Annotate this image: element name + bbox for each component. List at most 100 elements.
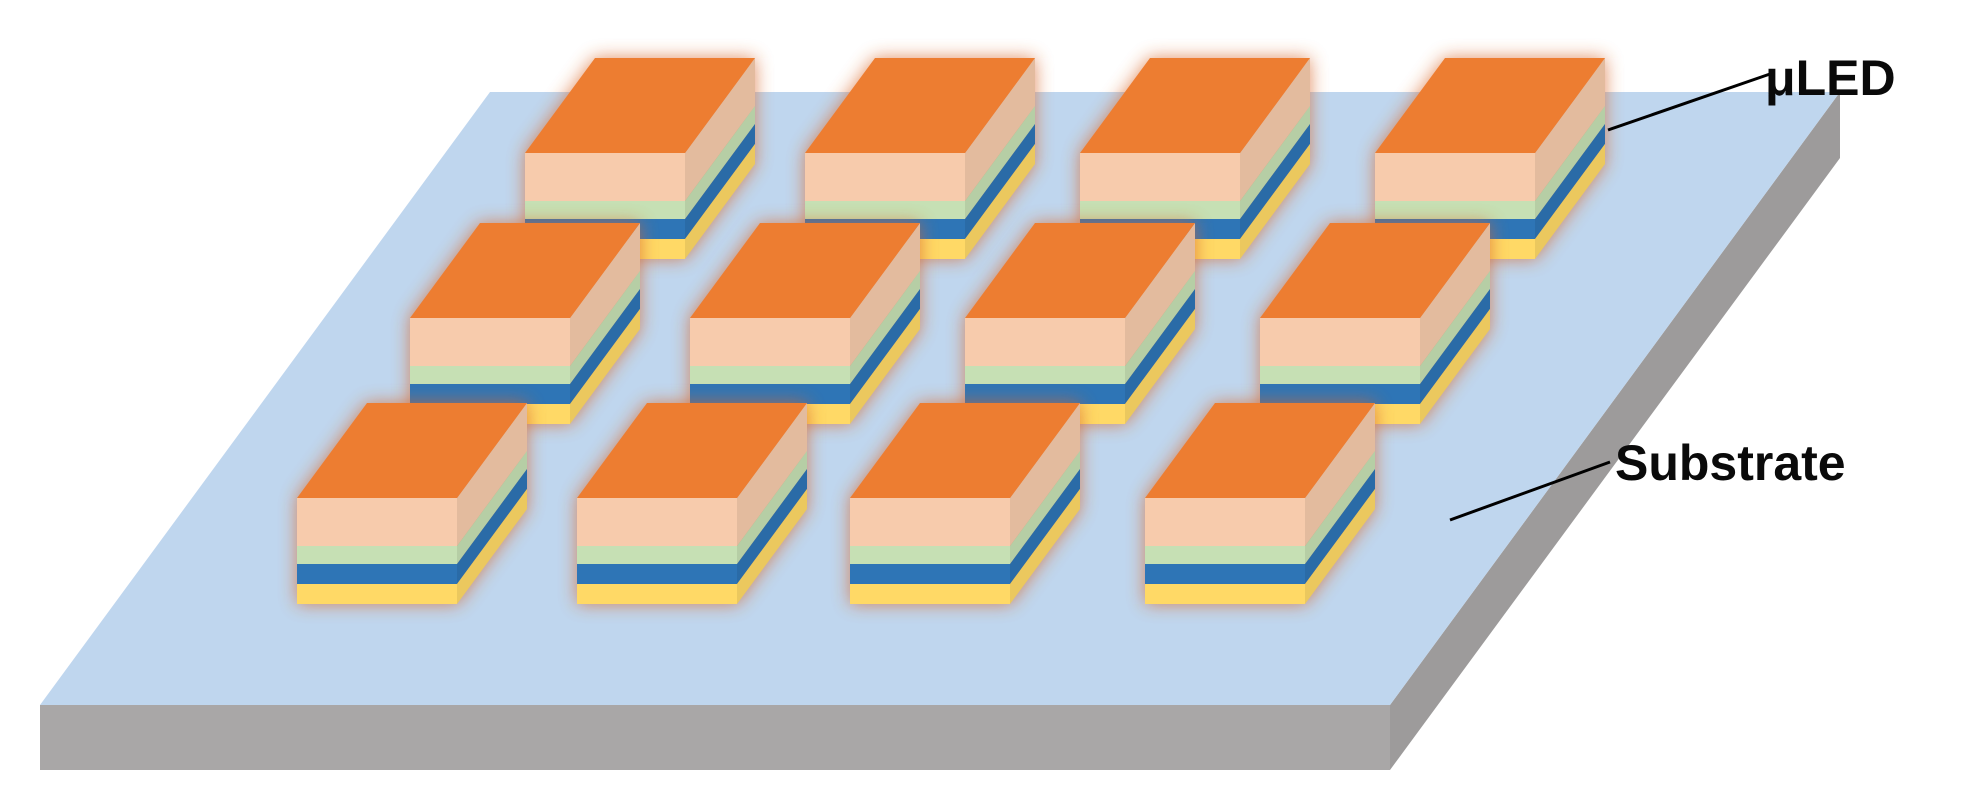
led-layer-side bbox=[1420, 271, 1490, 384]
led-layer-front bbox=[850, 546, 1010, 564]
led-layer-side-shade bbox=[457, 489, 527, 604]
led-layer-side-shade bbox=[570, 289, 640, 404]
led-layer-side bbox=[570, 223, 640, 366]
led-layer-front bbox=[1145, 584, 1305, 604]
substrate-front-face bbox=[40, 705, 1390, 770]
led-layer-front bbox=[690, 366, 850, 384]
led-layer-side bbox=[457, 451, 527, 564]
led-layer-side-shade bbox=[1420, 271, 1490, 384]
led-layer-front bbox=[1375, 201, 1535, 219]
led-layer-front bbox=[850, 498, 1010, 546]
led-layer-side-shade bbox=[1420, 289, 1490, 404]
led-chip bbox=[297, 403, 527, 604]
led-layer-front bbox=[1145, 564, 1305, 584]
led-layer-side bbox=[1125, 271, 1195, 384]
led-layer-side bbox=[1535, 124, 1605, 239]
led-layer-side-shade bbox=[965, 58, 1035, 201]
led-layer-front bbox=[577, 564, 737, 584]
led-layer-side-shade bbox=[685, 106, 755, 219]
led-layer-side-shade bbox=[1240, 106, 1310, 219]
led-layer-side-shade bbox=[1420, 223, 1490, 366]
led-layer-side bbox=[965, 58, 1035, 201]
led-layer-side bbox=[1420, 289, 1490, 404]
led-layer-side-shade bbox=[1125, 289, 1195, 404]
led-layer-side-shade bbox=[1010, 489, 1080, 604]
led-layer-front bbox=[965, 384, 1125, 404]
led-layer-front bbox=[297, 564, 457, 584]
led-layer-side bbox=[737, 489, 807, 604]
led-layer-side-shade bbox=[685, 58, 755, 201]
led-top-face bbox=[525, 58, 755, 153]
led-layer-side-shade bbox=[1010, 403, 1080, 546]
led-layer-side bbox=[1010, 469, 1080, 584]
led-layer-side bbox=[570, 289, 640, 404]
led-chip bbox=[965, 223, 1195, 424]
led-chip bbox=[410, 223, 640, 424]
substrate-callout: Substrate bbox=[1449, 435, 1846, 522]
led-layer-front bbox=[805, 201, 965, 219]
led-layer-side bbox=[570, 271, 640, 384]
led-layer-front bbox=[1080, 201, 1240, 219]
led-layer-side-shade bbox=[1535, 106, 1605, 219]
led-layer-front bbox=[410, 384, 570, 404]
led-layer-side bbox=[1010, 451, 1080, 564]
led-chip bbox=[1375, 58, 1605, 259]
led-layer-side bbox=[1305, 469, 1375, 584]
led-layer-side-shade bbox=[1535, 144, 1605, 259]
led-layer-side bbox=[457, 403, 527, 546]
led-layer-side bbox=[1240, 144, 1310, 259]
led-top-face bbox=[805, 58, 1035, 153]
led-layer-front bbox=[1260, 384, 1420, 404]
led-chip bbox=[1145, 403, 1375, 604]
led-layer-side bbox=[850, 223, 920, 366]
led-layer-side-shade bbox=[1240, 124, 1310, 239]
led-layer-front bbox=[1375, 153, 1535, 201]
led-layer-front bbox=[1145, 546, 1305, 564]
led-layer-side-shade bbox=[1535, 58, 1605, 201]
led-layer-side bbox=[685, 58, 755, 201]
led-layer-side-shade bbox=[1305, 451, 1375, 564]
led-layer-side-shade bbox=[570, 309, 640, 424]
led-layer-side-shade bbox=[457, 451, 527, 564]
led-layer-side bbox=[965, 124, 1035, 239]
led-layer-side-shade bbox=[737, 403, 807, 546]
led-chip bbox=[577, 403, 807, 604]
led-layer-side-shade bbox=[850, 289, 920, 404]
led-layer-side bbox=[1010, 489, 1080, 604]
substrate-side-face bbox=[1390, 92, 1840, 770]
led-layer-front bbox=[850, 564, 1010, 584]
led-array bbox=[297, 58, 1605, 604]
led-chip bbox=[805, 58, 1035, 259]
led-layer-front bbox=[410, 366, 570, 384]
led-layer-side-shade bbox=[457, 403, 527, 546]
led-layer-side-shade bbox=[965, 124, 1035, 239]
led-layer-side-shade bbox=[965, 106, 1035, 219]
led-layer-side bbox=[1535, 106, 1605, 219]
led-layer-side bbox=[1240, 124, 1310, 239]
led-top-face bbox=[410, 223, 640, 318]
led-layer-front bbox=[577, 546, 737, 564]
led-layer-side-shade bbox=[850, 309, 920, 424]
led-callout: μLED bbox=[1607, 50, 1896, 132]
led-layer-side bbox=[685, 124, 755, 239]
led-layer-side bbox=[737, 403, 807, 546]
led-layer-side bbox=[1125, 223, 1195, 366]
led-layer-side bbox=[1420, 223, 1490, 366]
led-layer-side-shade bbox=[965, 144, 1035, 259]
led-layer-side bbox=[850, 289, 920, 404]
led-layer-front bbox=[690, 384, 850, 404]
led-top-face bbox=[690, 223, 920, 318]
led-layer-side-shade bbox=[1240, 58, 1310, 201]
led-layer-front bbox=[410, 318, 570, 366]
led-layer-front bbox=[805, 153, 965, 201]
led-top-face bbox=[1145, 403, 1375, 498]
led-layer-front bbox=[297, 546, 457, 564]
led-top-face bbox=[1375, 58, 1605, 153]
led-layer-front bbox=[297, 498, 457, 546]
led-layer-side bbox=[850, 271, 920, 384]
led-layer-side bbox=[850, 309, 920, 424]
led-layer-side bbox=[737, 469, 807, 584]
led-layer-side bbox=[1125, 309, 1195, 424]
led-top-face bbox=[1260, 223, 1490, 318]
